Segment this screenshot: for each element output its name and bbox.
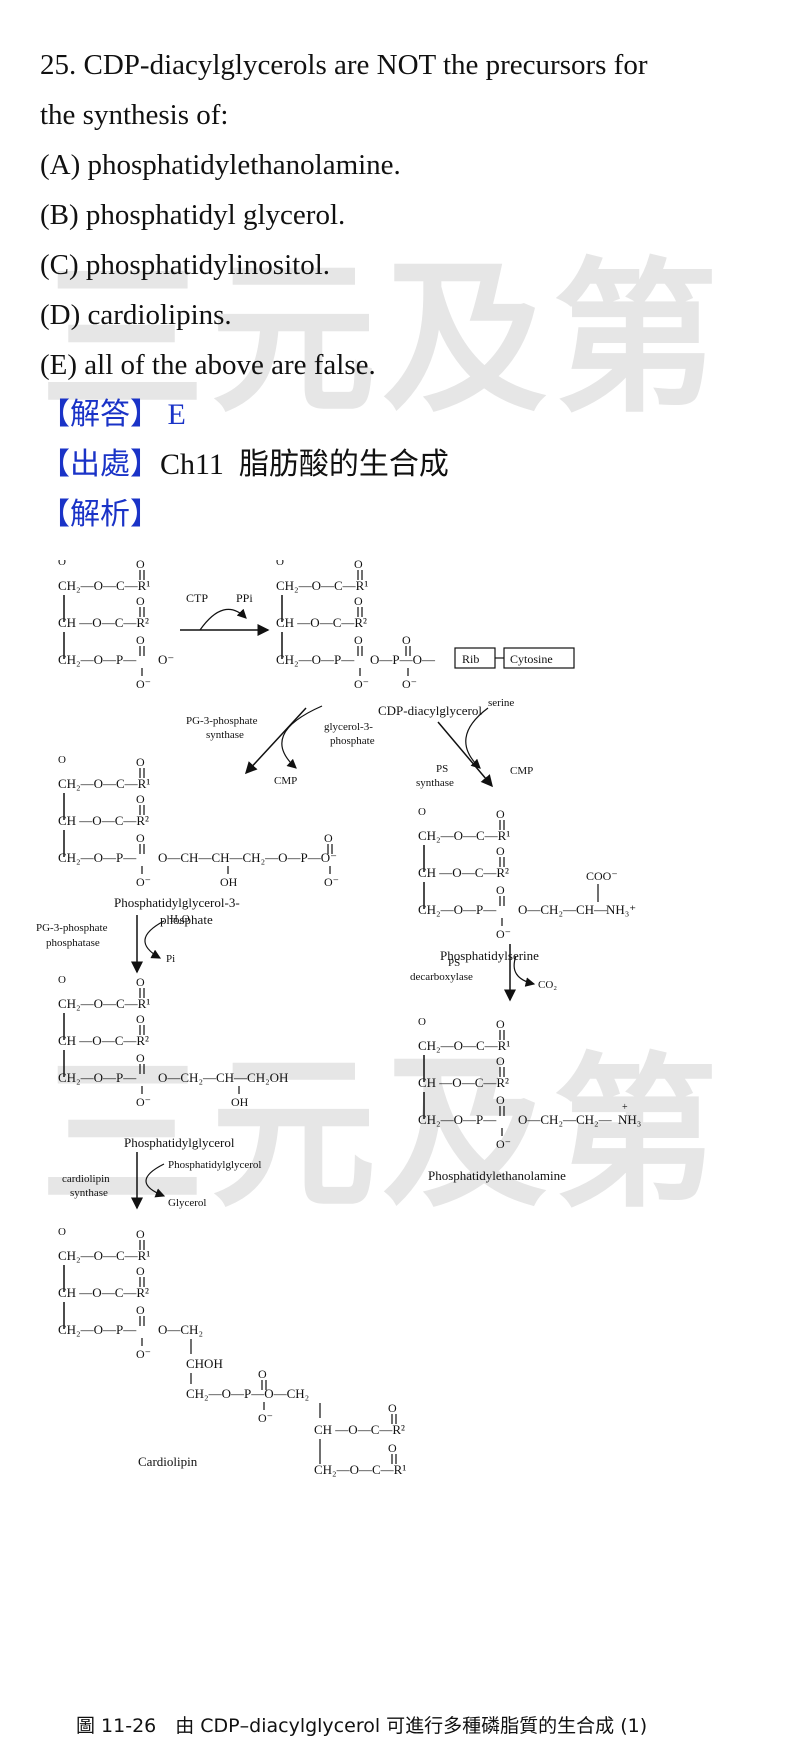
pgpase-label2: phosphatase (46, 937, 100, 949)
cmp-left-label: CMP (274, 775, 297, 787)
cdp-dag-label: CDP-diacylglycerol (378, 703, 482, 718)
pg3p-synthase-label1: PG-3-phosphate (186, 715, 258, 727)
cls-label1: cardiolipin (62, 1173, 110, 1185)
pgp-name-line2: phosphate (160, 912, 213, 927)
ps-coo: COO⁻ (586, 869, 618, 883)
svg-text:O: O (258, 1367, 267, 1381)
ps-nh3: NH₃⁺ (606, 902, 636, 917)
phospholipid-pathway-diagram: O O CH₂—O—C—R¹ O CH —O—C—R² O CH₂—O—P— O… (36, 560, 641, 1477)
g3p-label1: glycerol-3- (324, 721, 373, 733)
ps-synthase-label2: synthase (416, 777, 454, 789)
option-b: (B) phosphatidyl glycerol. (40, 199, 346, 231)
analysis-label: 解析 (70, 498, 130, 531)
svg-text:O: O (388, 1401, 397, 1415)
pgpase-label1: PG-3-phosphate (36, 922, 108, 934)
cytosine-box: Cytosine (510, 652, 553, 666)
option-e: (E) all of the above are false. (40, 349, 376, 381)
cl-name: Cardiolipin (138, 1454, 198, 1469)
source-topic: 脂肪酸的生合成 (238, 448, 449, 481)
svg-text:O⁻: O⁻ (158, 652, 174, 667)
option-a: (A) phosphatidylethanolamine. (40, 149, 401, 181)
co2-label: CO₂ (538, 979, 557, 991)
ps-decarb-label1: PS (448, 957, 460, 969)
svg-text:O: O (324, 831, 333, 845)
cmp-right-label: CMP (510, 765, 533, 777)
svg-text:O⁻: O⁻ (324, 875, 339, 889)
watermark-top: 三元及第 (40, 243, 724, 435)
h2o-label: H₂O (170, 913, 190, 925)
option-c: (C) phosphatidylinositol. (40, 249, 330, 281)
svg-text:+: + (622, 1102, 628, 1113)
answer-value: E (167, 398, 186, 431)
svg-text:CH₂—O—C—R¹: CH₂—O—C—R¹ (314, 1462, 406, 1477)
svg-text:O—P—O—: O—P—O— (370, 652, 436, 667)
question-stem-line2: the synthesis of: (40, 99, 229, 131)
pg3p-synthase-label2: synthase (206, 729, 244, 741)
cls-substrate-label: Phosphatidylglycerol (168, 1159, 262, 1171)
svg-text:O—CH₂—CH₂—: O—CH₂—CH₂— (518, 1112, 613, 1127)
g3p-label2: phosphate (330, 735, 375, 747)
glycerol-label: Glycerol (168, 1197, 206, 1209)
ctp-label: CTP (186, 591, 208, 605)
answer-row: 【解答】 E (40, 398, 186, 431)
pe-name: Phosphatidylethanolamine (428, 1168, 566, 1183)
answer-label: 解答 (70, 398, 130, 431)
question-stem-line1: 25. CDP-diacylglycerols are NOT the prec… (40, 49, 648, 81)
pgp-name-line1: Phosphatidylglycerol-3- (114, 895, 240, 910)
pg-oh: OH (231, 1095, 249, 1109)
cls-label2: synthase (70, 1187, 108, 1199)
pg-name: Phosphatidylglycerol (124, 1135, 235, 1150)
watermark-bottom: 三元及第 (40, 1038, 724, 1230)
svg-text:O⁻: O⁻ (258, 1411, 273, 1425)
ppi-label: PPi (236, 591, 253, 605)
pi-label: Pi (166, 953, 175, 965)
svg-text:O—CH—CH—CH₂—O—P—O⁻: O—CH—CH—CH₂—O—P—O⁻ (158, 850, 337, 865)
source-label: 出處 (70, 448, 130, 481)
svg-text:O: O (388, 1441, 397, 1455)
cl-choh: CHOH (186, 1356, 223, 1371)
svg-text:CH₂—O—P—O—CH₂: CH₂—O—P—O—CH₂ (186, 1386, 309, 1401)
pe-nh3: NH₃ (618, 1112, 641, 1127)
serine-label: serine (488, 697, 514, 709)
svg-text:O⁻: O⁻ (402, 677, 417, 691)
question-block: 25. CDP-diacylglycerols are NOT the prec… (40, 40, 780, 540)
ps-decarb-label2: decarboxylase (410, 971, 473, 983)
svg-text:O—CH₂—CH—: O—CH₂—CH— (518, 902, 608, 917)
pg-tail: O—CH₂—CH—CH₂OH (158, 1070, 288, 1085)
svg-text:CH —O—C—R²: CH —O—C—R² (314, 1422, 405, 1437)
option-d: (D) cardiolipins. (40, 299, 232, 331)
svg-text:O: O (402, 633, 411, 647)
analysis-row: 【解析】 (40, 498, 160, 531)
ps-synthase-label1: PS (436, 763, 448, 775)
pgp-oh: OH (220, 875, 238, 889)
svg-text:O—CH₂: O—CH₂ (158, 1322, 203, 1337)
figure-caption: 圖 11-26 由 CDP–diacylglycerol 可進行多種磷脂質的生合… (76, 1715, 648, 1737)
source-chapter: Ch11 (160, 448, 224, 481)
source-row: 【出處】Ch11 脂肪酸的生合成 (40, 448, 449, 481)
rib-box: Rib (462, 652, 479, 666)
